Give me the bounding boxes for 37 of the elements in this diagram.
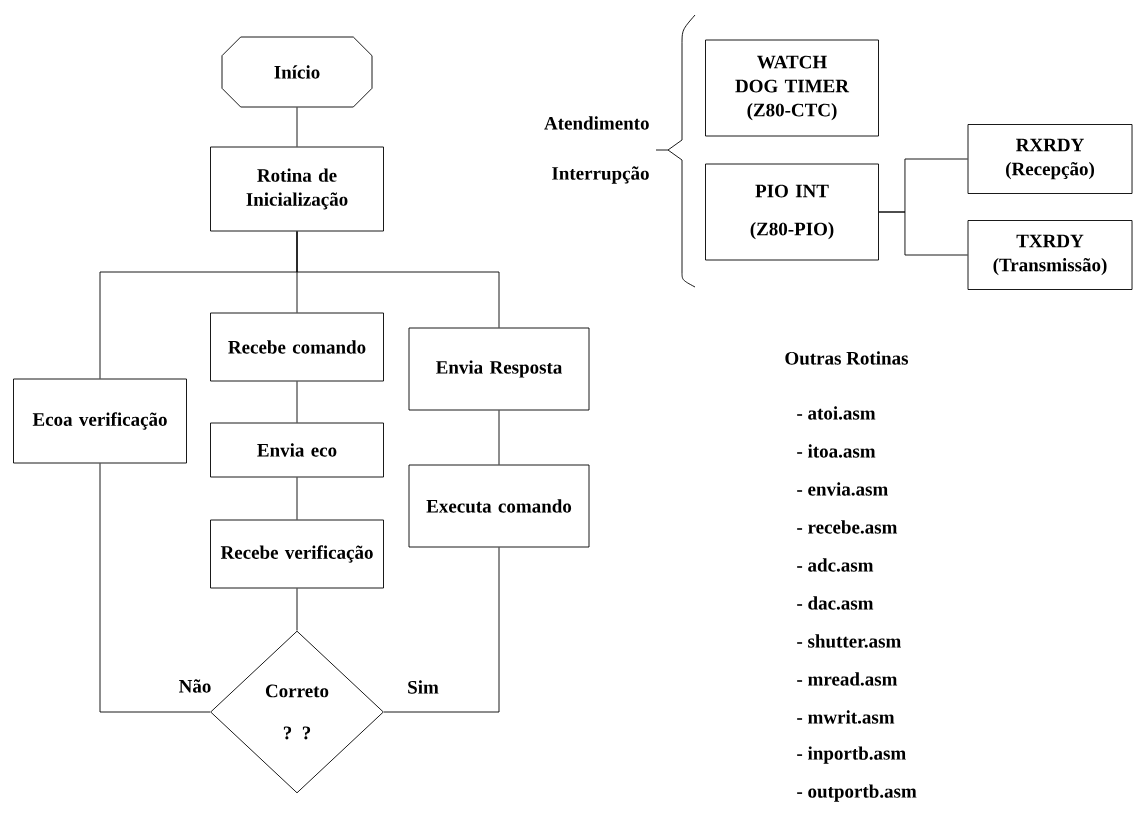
list-item: - dac.asm (797, 596, 874, 610)
process-box: Recebe comando (210, 312, 384, 382)
list-heading: Outras Rotinas (785, 351, 909, 365)
side-label: Atendimento (544, 116, 649, 130)
connector-line (296, 588, 298, 631)
start-terminal: Início (221, 36, 373, 108)
process-box: Envia eco (210, 422, 384, 478)
list-item: - atoi.asm (797, 406, 876, 420)
connector-line (296, 231, 500, 328)
process-box: TXRDY (Transmissão) (967, 220, 1133, 290)
edge-label: Não (177, 678, 213, 694)
process-box: Recebe verificação (210, 519, 384, 589)
connector-line (99, 463, 211, 713)
list-item: - adc.asm (797, 558, 874, 572)
process-box: WATCH DOG TIMER (Z80-CTC) (705, 39, 879, 137)
process-box: PIO INT (Z80-PIO) (705, 163, 879, 261)
process-box: Executa comando (408, 464, 590, 548)
list-item: - mwrit.asm (797, 710, 895, 724)
process-box: Envia Resposta (408, 327, 590, 411)
process-box: RXRDY (Recepção) (967, 124, 1133, 194)
connector-line (383, 547, 500, 713)
connector-line (296, 477, 298, 520)
list-item: - inportb.asm (797, 746, 906, 764)
list-item: - outportb.asm (797, 784, 917, 802)
connector-line (498, 410, 500, 465)
list-item: - envia.asm (797, 482, 888, 496)
process-box: Ecoa verificação (13, 378, 187, 464)
list-item: - itoa.asm (797, 444, 876, 458)
list-item: - recebe.asm (797, 520, 898, 534)
side-label: Interrupção (552, 166, 649, 184)
list-item: - mread.asm (797, 672, 898, 686)
connector-line (296, 107, 298, 147)
connector-line (296, 381, 298, 423)
edge-label: Sim (406, 679, 440, 695)
list-item: - shutter.asm (797, 634, 901, 648)
connector-line (878, 211, 969, 256)
process-box: Rotina de Inicialização (210, 146, 384, 232)
